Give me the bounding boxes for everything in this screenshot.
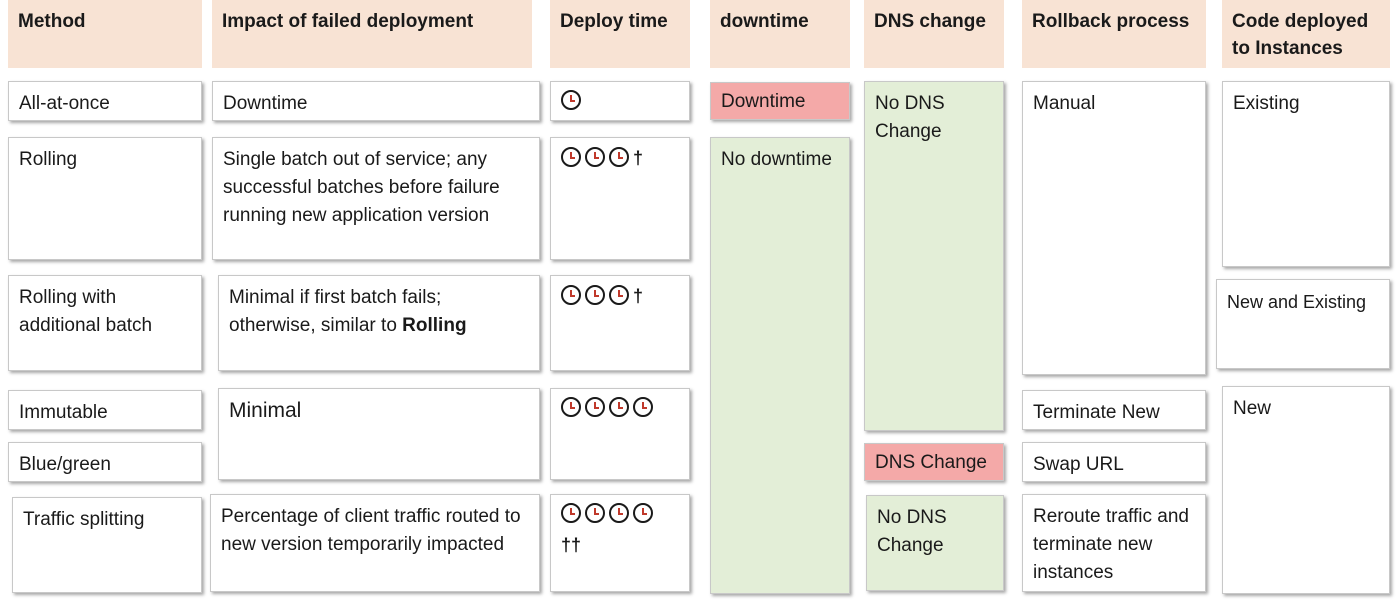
impact-immutable-blue-green: Minimal: [218, 388, 540, 480]
deploy-time-rolling-additional-batch: †: [550, 275, 690, 371]
rollback-manual: Manual: [1022, 81, 1206, 375]
code-deployed-new-and-existing: New and Existing: [1216, 279, 1390, 369]
clock-icon: [633, 503, 653, 523]
clock-icon: [609, 147, 629, 167]
impact-traffic-splitting: Percentage of client traffic routed to n…: [210, 494, 540, 592]
clock-icon: [633, 397, 653, 417]
clock-icon: [585, 503, 605, 523]
method-immutable: Immutable: [8, 390, 202, 430]
method-rolling: Rolling: [8, 137, 202, 260]
method-traffic-splitting: Traffic splitting: [12, 497, 202, 593]
clock-icon: [561, 90, 581, 110]
impact-all-at-once: Downtime: [212, 81, 540, 121]
dagger-marker: †: [633, 148, 644, 168]
dns-no-change-top: No DNS Change: [864, 81, 1004, 431]
dns-no-change-bottom: No DNS Change: [866, 495, 1004, 591]
clock-icon: [609, 397, 629, 417]
code-deployed-new: New: [1222, 386, 1390, 594]
downtime-none: No downtime: [710, 137, 850, 594]
clock-icon: [585, 397, 605, 417]
clock-icon: [585, 147, 605, 167]
method-blue-green: Blue/green: [8, 442, 202, 482]
deploy-time-traffic-splitting: ††: [550, 494, 690, 592]
header-code-deployed: Code deployed to Instances: [1222, 0, 1390, 68]
clock-icon: [561, 503, 581, 523]
rollback-reroute: Reroute traffic and terminate new instan…: [1022, 494, 1206, 592]
impact-rolling-batch-text: Minimal if first batch fails; otherwise,…: [229, 287, 442, 336]
deploy-time-immutable-blue-green: [550, 388, 690, 480]
code-deployed-existing: Existing: [1222, 81, 1390, 267]
clock-icon: [585, 285, 605, 305]
deploy-time-rolling: †: [550, 137, 690, 260]
dns-change-blue-green: DNS Change: [864, 443, 1004, 481]
header-impact: Impact of failed deployment: [212, 0, 532, 68]
deploy-time-all-at-once: [550, 81, 690, 121]
dagger-marker: †: [633, 286, 644, 306]
impact-rolling-additional-batch: Minimal if first batch fails; otherwise,…: [218, 275, 540, 371]
downtime-all-at-once: Downtime: [710, 82, 850, 120]
clock-icon: [609, 285, 629, 305]
impact-rolling-batch-bold: Rolling: [402, 315, 467, 336]
clock-icon: [561, 285, 581, 305]
method-rolling-additional-batch: Rolling with additional batch: [8, 275, 202, 371]
rollback-terminate-new: Terminate New: [1022, 390, 1206, 430]
header-rollback: Rollback process: [1022, 0, 1206, 68]
clock-icon: [561, 397, 581, 417]
dagger-marker: ††: [561, 535, 582, 555]
header-deploy-time: Deploy time: [550, 0, 690, 68]
clock-icon: [609, 503, 629, 523]
header-downtime: downtime: [710, 0, 850, 68]
clock-icon: [561, 147, 581, 167]
header-dns-change: DNS change: [864, 0, 1004, 68]
impact-rolling: Single batch out of service; any success…: [212, 137, 540, 260]
header-method: Method: [8, 0, 202, 68]
method-all-at-once: All-at-once: [8, 81, 202, 121]
rollback-swap-url: Swap URL: [1022, 442, 1206, 482]
